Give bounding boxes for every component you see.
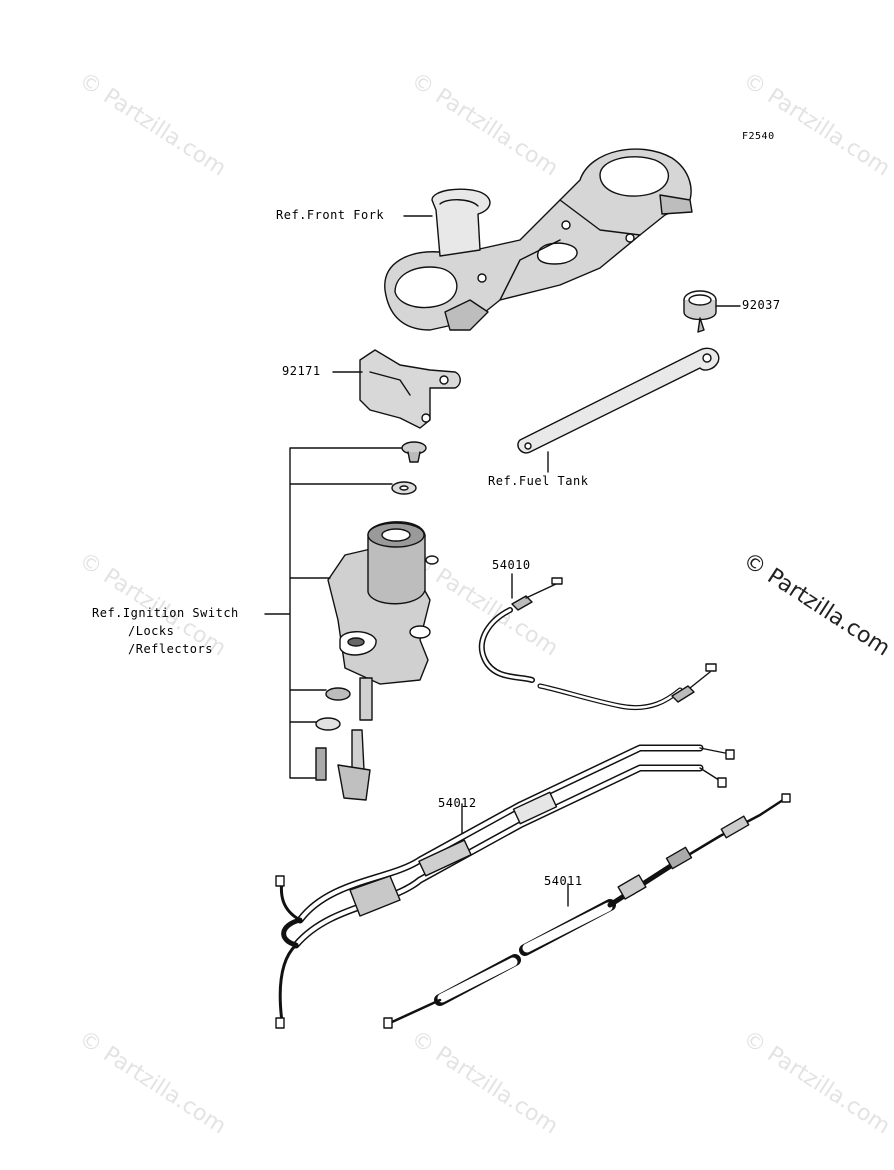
label-fuel-tank: Ref.Fuel Tank (488, 474, 589, 488)
ignition-hardware (391, 441, 427, 495)
label-92037: 92037 (742, 298, 781, 312)
clamp-92037 (683, 290, 717, 333)
fuel-tank-strap (517, 347, 720, 454)
cable-54011 (383, 793, 791, 1029)
label-54011: 54011 (544, 874, 583, 888)
label-reflectors: /Reflectors (128, 642, 213, 656)
label-54010: 54010 (492, 558, 531, 572)
label-92171: 92171 (282, 364, 321, 378)
label-locks: /Locks (128, 624, 175, 638)
bracket-92171 (359, 349, 461, 429)
ignition-switch-assembly (315, 521, 439, 801)
steering-stem-clamp (384, 148, 693, 331)
label-54012: 54012 (438, 796, 477, 810)
figure-code: F2540 (742, 131, 775, 142)
cable-54012 (275, 744, 735, 1029)
label-front-fork: Ref.Front Fork (276, 208, 385, 222)
leader-lines (264, 215, 741, 907)
cable-54010 (478, 577, 717, 711)
label-ignition-switch: Ref.Ignition Switch (92, 606, 239, 620)
